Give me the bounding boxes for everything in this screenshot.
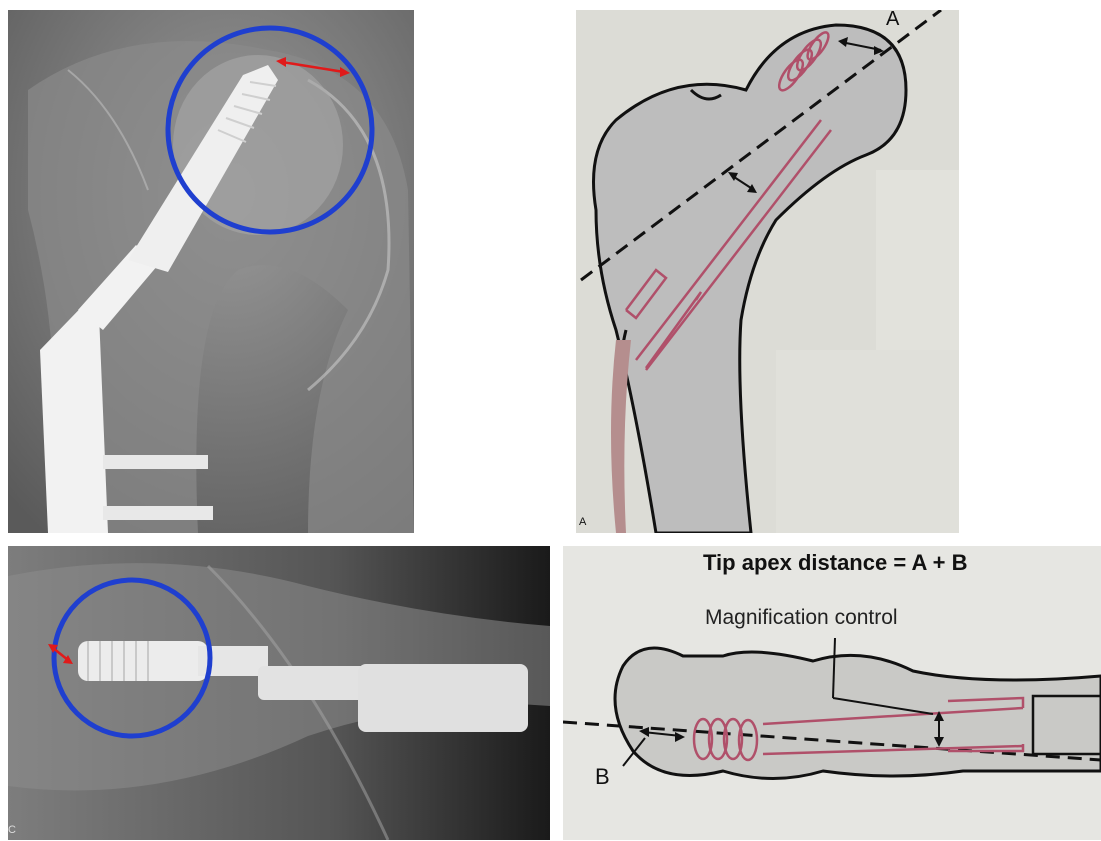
lag-screw-lateral: [78, 641, 208, 681]
cortical-screw-2: [103, 506, 213, 520]
tip-apex-title: Tip apex distance = A + B: [703, 550, 968, 576]
ap-femur-diagram: [576, 10, 959, 533]
panel-corner-label: C: [8, 824, 16, 836]
label-a: A: [886, 10, 899, 31]
barrel-lateral: [258, 666, 368, 700]
ap-xray-panel: [8, 10, 414, 533]
lateral-diagram-panel: Tip apex distance = A + B Magnification …: [563, 546, 1101, 840]
lateral-xray-panel: C: [8, 546, 550, 840]
panel-corner-label: A: [579, 516, 586, 528]
ap-diagram-panel: A A: [576, 10, 959, 533]
cortical-screw-1: [103, 455, 208, 469]
lateral-xray-image: [8, 546, 550, 840]
ap-xray-image: [8, 10, 414, 533]
plate-lateral: [358, 664, 528, 732]
magnification-label: Magnification control: [705, 606, 898, 630]
lateral-femur-diagram: [563, 546, 1101, 840]
label-b: B: [595, 764, 610, 790]
